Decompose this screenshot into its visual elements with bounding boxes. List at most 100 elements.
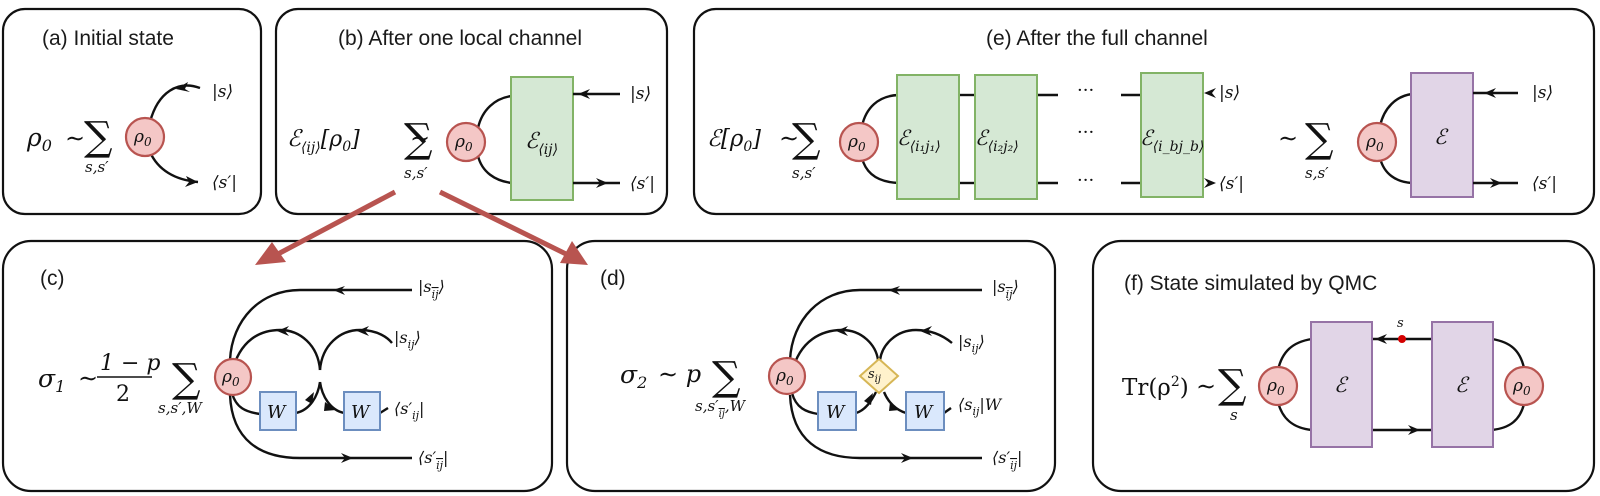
w1-to-diamond: [855, 391, 878, 415]
arrow-icon: [901, 453, 913, 463]
local-channel-box: [510, 76, 574, 201]
full-channel-label: ℰ: [1434, 125, 1449, 149]
panel-d-frame: [565, 239, 1057, 493]
w-box-2-label: W: [351, 402, 371, 423]
panel-c-title: (c): [40, 267, 65, 290]
panel-c-frac-den: 2: [116, 382, 130, 407]
panel-d: (d) σ2 ∼ p ∑ s,s′ij,W ρ0 sij W W |sij⟩ |…: [565, 239, 1057, 493]
bottom-wire: [228, 394, 412, 460]
panel-e-relation: ∼: [779, 124, 799, 152]
s-ij-diamond: [858, 357, 900, 395]
panel-b-ket-label: |s⟩: [630, 84, 651, 104]
panel-c: (c) σ1 ∼ 1 − p 2 ∑ s,s′,W ρ0 W W |sij⟩ |…: [1, 239, 554, 493]
w2-out: [379, 406, 389, 415]
panel-e-sum-index: s,s′: [792, 164, 816, 182]
panel-b-bra-label: ⟨s′|: [630, 174, 655, 194]
panel-c-bra-bot-label: ⟨s′ij|: [418, 448, 448, 472]
panel-c-sum: ∑: [172, 356, 201, 402]
rho0-node-left: [1257, 365, 1299, 407]
rho0-node: [1356, 121, 1398, 163]
diamond-label: sij: [868, 367, 881, 385]
arrow-icon: [836, 326, 848, 336]
panel-c-ket-mid-label: |sij⟩: [394, 328, 421, 351]
arrow-icon: [305, 392, 314, 404]
panel-c-ket-top-label: |sij⟩: [418, 277, 445, 301]
rho0-node-label: ρ0: [1365, 132, 1384, 154]
panel-a-bra-label: ⟨s′|: [212, 173, 237, 193]
arrow-icon: [341, 453, 353, 463]
full-channel-box-left: [1310, 321, 1373, 448]
rho0-node: [445, 121, 487, 163]
rho0-node-label: ρ0: [1266, 376, 1285, 398]
rho0-node-label: ρ0: [133, 127, 152, 149]
panel-e-ket-arrow-icon: [1204, 88, 1216, 98]
panel-e-top-wire-2: [1378, 92, 1413, 127]
local-channel-label-1: ℰ⟨i₁j₁⟩: [897, 126, 941, 155]
right-bottom-wire: [1491, 403, 1526, 432]
panel-a-title: (a) Initial state: [42, 27, 174, 50]
arrow-icon: [357, 326, 369, 336]
panel-d-lhs: σ2: [620, 360, 647, 392]
rho0-node: [838, 121, 880, 163]
arrow-icon: [889, 402, 900, 411]
ellipsis-top: ···: [1077, 80, 1094, 101]
panel-c-sum-index: s,s′,W: [158, 399, 203, 417]
w2-out: [943, 407, 952, 414]
panel-b-sum: ∑: [404, 116, 433, 162]
w-box-1: [817, 391, 857, 431]
panel-d-relation: ∼ p: [658, 360, 701, 388]
panel-a-lhs: ρ0: [26, 123, 52, 155]
panel-a-ket-wire: [148, 84, 201, 123]
panel-f-sum-index: s: [1230, 406, 1238, 424]
arrow-icon: [888, 286, 900, 295]
panel-a-frame: [1, 7, 263, 216]
rho-to-w1: [230, 392, 261, 416]
bottom-wire: [788, 394, 982, 460]
arrow-icon: [324, 402, 336, 411]
panel-b-bottom-wire: [476, 155, 513, 185]
panel-f-relation: ∼: [1196, 372, 1216, 400]
arrow-b-to-d-head-icon: [560, 241, 588, 265]
left-top-wire: [1276, 337, 1313, 371]
panel-b-ket-arrow-icon: [578, 89, 590, 99]
arrow-b-to-d: [438, 189, 568, 257]
panel-b-title: (b) After one local channel: [338, 27, 582, 50]
arrow-b-to-c-head-icon: [255, 242, 286, 265]
panel-f-sum: ∑: [1218, 362, 1247, 408]
panel-e-bra-arrow-icon-2: [1490, 178, 1502, 188]
s-marker-dot: [1398, 335, 1406, 343]
arrow-icon: [920, 326, 932, 336]
panel-b-lhs: ℰ⟨ij⟩[ρ0]: [287, 126, 360, 156]
panel-b-top-wire: [476, 94, 513, 129]
rho0-node-label: ρ0: [847, 132, 866, 154]
panel-e-top-wire: [860, 93, 899, 127]
arrow-icon: [864, 393, 873, 405]
panel-d-bra-mid-label: ⟨sij|W: [958, 395, 1003, 418]
rho0-node-label: ρ0: [775, 366, 794, 388]
panel-b: (b) After one local channel ℰ⟨ij⟩[ρ0] ∼ …: [274, 7, 669, 216]
rho0-node-label: ρ0: [454, 132, 473, 154]
arrow-icon: [277, 326, 289, 336]
rho0-node-label: ρ0: [221, 367, 240, 389]
local-channel-label-2: ℰ⟨i₂j₂⟩: [975, 126, 1019, 155]
panel-e-sum: ∑: [792, 116, 821, 162]
w-box-2-label: W: [914, 402, 934, 423]
top-wire: [788, 288, 982, 361]
panel-e-bra-label-2: ⟨s′|: [1532, 174, 1557, 194]
panel-e-title: (e) After the full channel: [986, 27, 1208, 50]
panel-e-lhs: ℰ[ρ0]: [707, 126, 761, 155]
panel-e: (e) After the full channel ℰ[ρ0] ∼ ∑ s,s…: [692, 7, 1596, 216]
w-box-1: [259, 391, 297, 431]
panel-e-bra-arrow-icon: [1204, 178, 1216, 188]
arrow-icon: [1408, 425, 1420, 435]
panel-a: (a) Initial state ρ0 ∼ ∑ s,s′ ρ0 |s⟩ ⟨s′…: [1, 7, 263, 216]
panel-d-bra-bot-label: ⟨s′ij|: [992, 448, 1022, 472]
panel-c-lhs: σ1: [38, 364, 65, 396]
panel-e-bottom-wire: [860, 157, 899, 185]
panel-e-bra-label: ⟨s′|: [1219, 174, 1244, 194]
panel-d-ket-top-label: |sij⟩: [992, 277, 1019, 301]
panel-e-bottom-wire-2: [1378, 157, 1413, 185]
panel-a-sum-index: s,s′: [85, 158, 109, 176]
full-channel-label-left: ℰ: [1334, 373, 1349, 397]
